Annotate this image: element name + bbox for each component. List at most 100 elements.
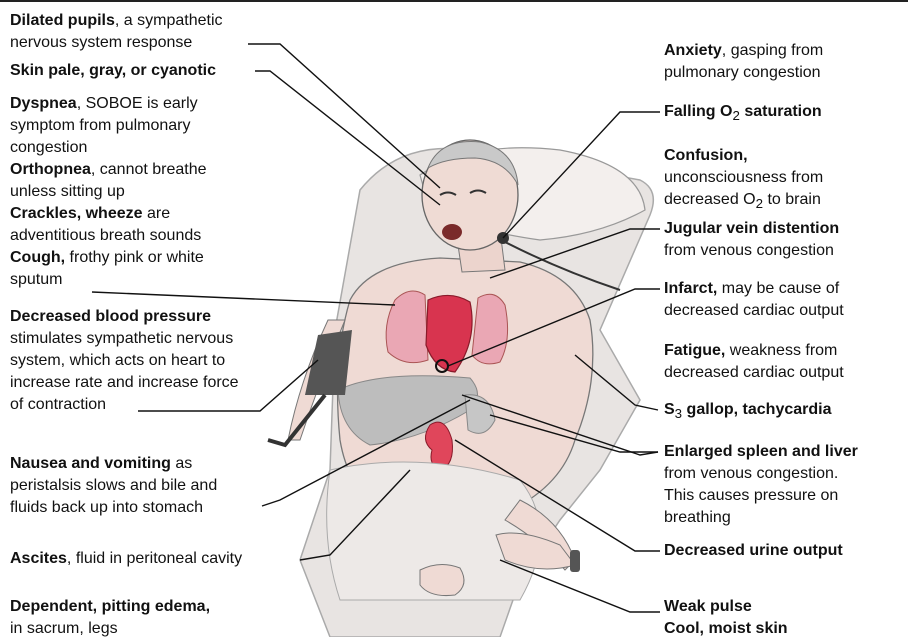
label-text: congestion (10, 139, 87, 156)
label-text: breathing (664, 509, 731, 526)
label-line: nervous system response (10, 32, 223, 54)
label-line: Jugular vein distention (664, 218, 839, 240)
label-line: increase rate and increase force (10, 372, 239, 394)
label-anxiety: Anxiety, gasping from pulmonary congestio… (664, 40, 823, 84)
label-line: Anxiety, gasping from (664, 40, 823, 62)
label-bold: gallop, tachycardia (682, 401, 831, 418)
label-bold: Dependent, pitting edema, (10, 598, 210, 615)
label-bold: Decreased urine output (664, 542, 843, 559)
label-text: unless sitting up (10, 183, 125, 200)
label-line: unless sitting up (10, 181, 207, 203)
label-text: , cannot breathe (91, 161, 207, 178)
label-bold: Fatigue, (664, 342, 725, 359)
label-line: S3 gallop, tachycardia (664, 399, 831, 425)
label-pupils: Dilated pupils, a sympathetic nervous sys… (10, 10, 223, 54)
label-line: Dyspnea, SOBOE is early (10, 93, 207, 115)
label-line: Fatigue, weakness from (664, 340, 844, 362)
label-line: adventitious breath sounds (10, 225, 207, 247)
label-confusion: Confusion, unconsciousness from decreased … (664, 145, 823, 215)
label-text: weakness from (725, 342, 837, 359)
label-bold: Falling O (664, 103, 732, 120)
bp-cuff (305, 330, 352, 395)
label-line: Crackles, wheeze are (10, 203, 207, 225)
label-line: Infarct, may be cause of (664, 278, 844, 300)
label-line: of contraction (10, 394, 239, 416)
label-line: Dilated pupils, a sympathetic (10, 10, 223, 32)
label-bold: Infarct, (664, 280, 717, 297)
label-text: unconsciousness from (664, 169, 823, 186)
label-bold: Confusion, (664, 147, 748, 164)
label-s3-gallop: S3 gallop, tachycardia (664, 399, 831, 425)
label-bold: Enlarged spleen and liver (664, 443, 858, 460)
label-text: are (143, 205, 171, 222)
label-line: from venous congestion. (664, 463, 858, 485)
label-text: system, which acts on heart to (10, 352, 225, 369)
label-edema: Dependent, pitting edema,in sacrum, legs (10, 596, 210, 640)
label-subscript: 2 (732, 108, 739, 123)
top-border (0, 0, 908, 2)
label-line: congestion (10, 137, 207, 159)
label-bold: Skin pale, gray, or cyanotic (10, 62, 216, 79)
label-bold: Crackles, wheeze (10, 205, 143, 222)
label-text: This causes pressure on (664, 487, 838, 504)
label-bold: Jugular vein distention (664, 220, 839, 237)
label-line: sputum (10, 269, 207, 291)
label-bold: S (664, 401, 675, 418)
mouth (442, 224, 462, 240)
label-bold: Ascites (10, 550, 67, 567)
label-line: Decreased urine output (664, 540, 843, 562)
label-line: symptom from pulmonary (10, 115, 207, 137)
label-text: nervous system response (10, 34, 192, 51)
label-line: decreased cardiac output (664, 300, 844, 322)
label-line: Falling O2 saturation (664, 101, 822, 127)
label-line: Nausea and vomiting as (10, 453, 217, 475)
label-text: increase rate and increase force (10, 374, 239, 391)
label-jugular: Jugular vein distention from venous conge… (664, 218, 839, 262)
label-text: , SOBOE is early (77, 95, 198, 112)
label-text: , gasping from (722, 42, 823, 59)
label-line: Skin pale, gray, or cyanotic (10, 60, 216, 82)
label-urine: Decreased urine output (664, 540, 843, 562)
label-skin: Skin pale, gray, or cyanotic (10, 60, 216, 82)
right-hand (420, 564, 464, 595)
label-text: pulmonary congestion (664, 64, 821, 81)
label-line: pulmonary congestion (664, 62, 823, 84)
label-line: Dependent, pitting edema, (10, 596, 210, 618)
label-text: peristalsis slows and bile and (10, 477, 217, 494)
label-line: decreased O2 to brain (664, 189, 823, 215)
label-bold: Decreased blood pressure (10, 308, 211, 325)
label-text: decreased O (664, 191, 756, 208)
label-ascites: Ascites, fluid in peritoneal cavity (10, 548, 242, 570)
label-line: Ascites, fluid in peritoneal cavity (10, 548, 242, 570)
label-line: decreased cardiac output (664, 362, 844, 384)
label-bold: Orthopnea (10, 161, 91, 178)
label-line: fluids back up into stomach (10, 497, 217, 519)
label-text: may be cause of (717, 280, 839, 297)
label-line: peristalsis slows and bile and (10, 475, 217, 497)
label-subscript: 3 (675, 406, 682, 421)
label-line: Cough, frothy pink or white (10, 247, 207, 269)
label-text: , fluid in peritoneal cavity (67, 550, 242, 567)
label-bold: Dyspnea (10, 95, 77, 112)
label-line: This causes pressure on (664, 485, 858, 507)
label-text: from venous congestion. (664, 465, 838, 482)
label-line: breathing (664, 507, 858, 529)
label-bold: Nausea and vomiting (10, 455, 171, 472)
label-line: from venous congestion (664, 240, 839, 262)
label-bold: Weak pulse (664, 598, 752, 615)
label-line: Enlarged spleen and liver (664, 441, 858, 463)
label-line: Confusion, (664, 145, 823, 167)
label-subscript: 2 (756, 196, 763, 211)
label-text: stimulates sympathetic nervous (10, 330, 233, 347)
label-line: unconsciousness from (664, 167, 823, 189)
label-text: , a sympathetic (115, 12, 223, 29)
label-bold: Cough, (10, 249, 65, 266)
label-text: frothy pink or white (65, 249, 204, 266)
wristwatch (570, 550, 580, 572)
label-bold: Cool, moist skin (664, 620, 788, 637)
